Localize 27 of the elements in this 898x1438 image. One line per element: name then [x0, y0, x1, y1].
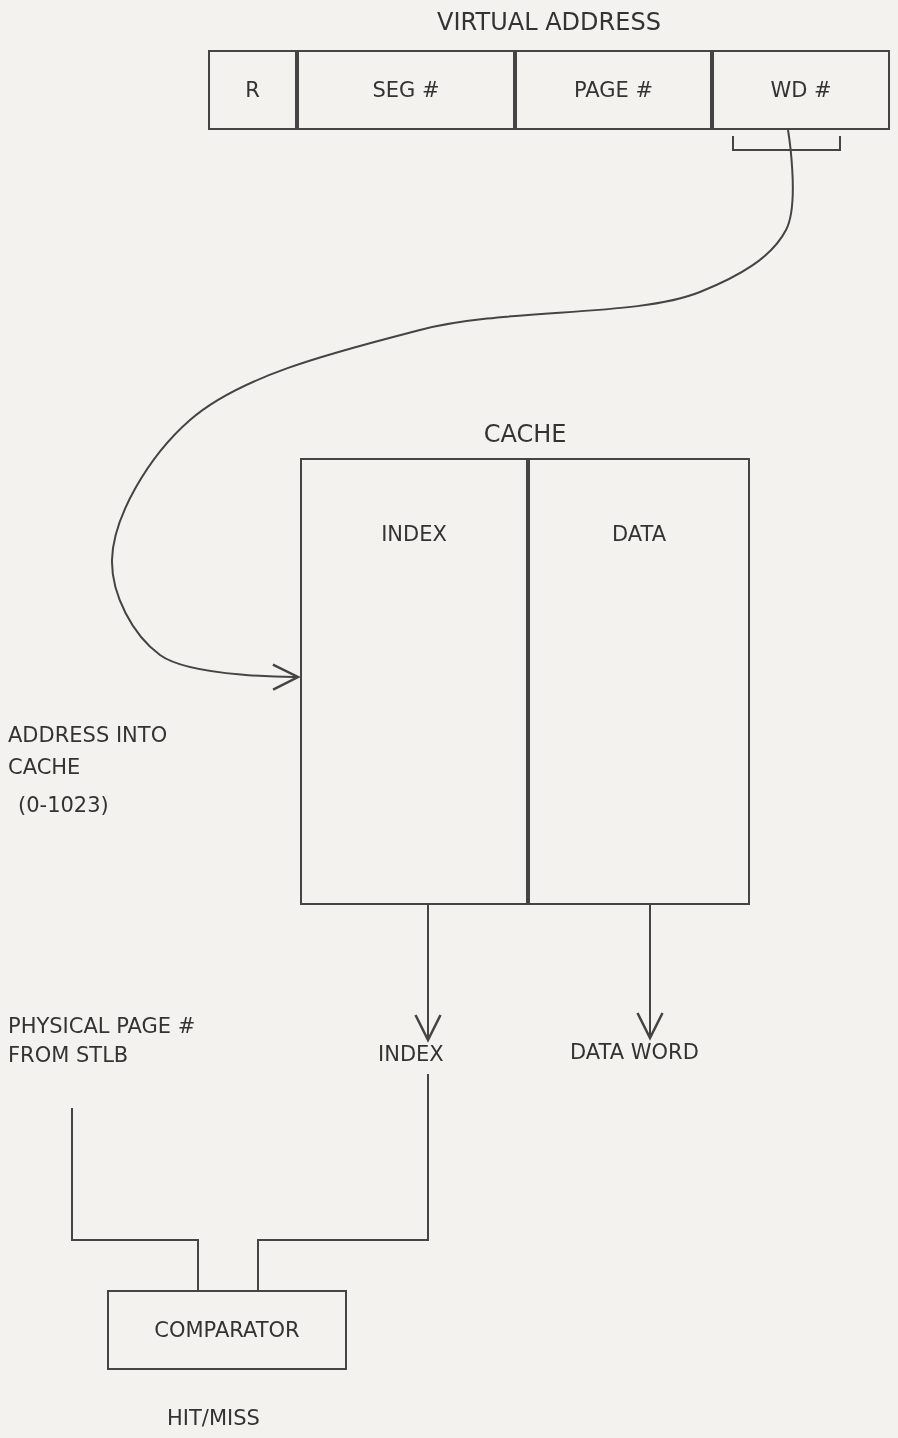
connector-line: [71, 1107, 199, 1291]
signal-name: PHYSICAL PAGE # FROM STLB: [8, 1013, 197, 1070]
field-name: PAGE #: [573, 78, 654, 102]
cache-heading: CACHE: [482, 420, 568, 448]
cache-column: [528, 458, 750, 905]
column-heading: INDEX: [380, 522, 448, 546]
column-heading: DATA: [610, 522, 668, 546]
field-name: WD #: [770, 78, 832, 102]
comparator-box: [107, 1290, 347, 1370]
register-field: [297, 50, 515, 130]
annotation-text: ADDRESS INTO CACHE: [8, 722, 169, 781]
register-heading: VIRTUAL ADDRESS: [436, 8, 662, 36]
connector-line: [257, 1073, 429, 1291]
field-name: R: [245, 78, 260, 102]
arrow: [636, 904, 664, 1040]
field-name: SEG #: [372, 78, 440, 102]
signal-name: DATA WORD: [570, 1039, 700, 1066]
annotation-text: (0-1023): [18, 792, 109, 819]
arrow: [414, 904, 442, 1042]
signal-name: INDEX: [378, 1041, 445, 1068]
comparator-label: COMPARATOR: [154, 1318, 300, 1342]
cache-column: [300, 458, 528, 905]
register-field: [712, 50, 890, 130]
arrow: [111, 129, 794, 691]
register-field: [208, 50, 297, 130]
register-field: [515, 50, 712, 130]
output-label: HIT/MISS: [167, 1406, 260, 1430]
